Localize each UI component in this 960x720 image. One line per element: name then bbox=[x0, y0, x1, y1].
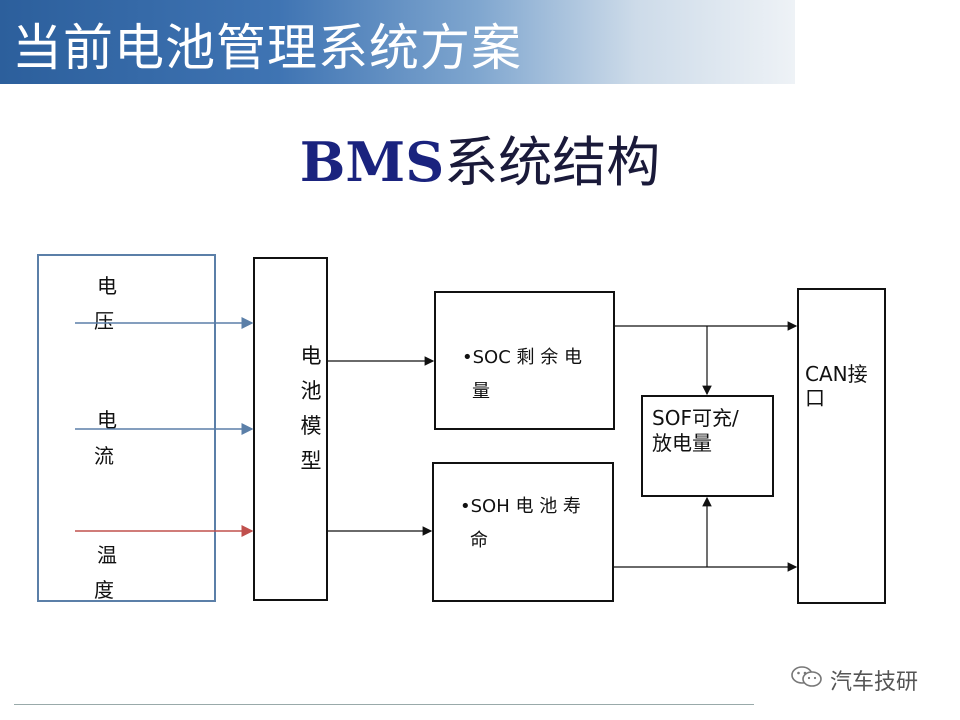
can-label: CAN接 口 bbox=[805, 362, 868, 410]
sof-label: SOF可充/ 放电量 bbox=[652, 406, 739, 456]
soh-box: •SOH 电 池 寿 命 bbox=[432, 462, 614, 602]
soc-label-line2: 量 bbox=[472, 381, 490, 403]
soc-box: •SOC 剩 余 电 量 bbox=[434, 291, 615, 430]
slide-title-latin: BMS bbox=[299, 130, 445, 194]
input-frame bbox=[37, 254, 216, 602]
soc-label: •SOC 剩 余 电 量 bbox=[462, 341, 582, 409]
sof-label-line2: 放电量 bbox=[652, 431, 712, 455]
current-label-1: 电 bbox=[97, 408, 117, 432]
sof-box: SOF可充/ 放电量 bbox=[641, 395, 774, 497]
footer-divider bbox=[14, 704, 754, 705]
battery-model-char: 模 bbox=[300, 414, 322, 438]
can-label-line1: CAN接 bbox=[805, 362, 868, 386]
battery-model-label: 电 池 模 型 bbox=[293, 339, 329, 479]
sof-label-line1: SOF可充/ bbox=[652, 406, 739, 430]
voltage-label-1: 电 bbox=[97, 274, 117, 298]
battery-model-char: 池 bbox=[300, 379, 322, 403]
battery-model-char: 型 bbox=[300, 449, 322, 473]
soh-label-line1: •SOH 电 池 寿 bbox=[460, 496, 581, 517]
slide-title-cn: 系统结构 bbox=[444, 131, 661, 194]
soh-label: •SOH 电 池 寿 命 bbox=[460, 490, 581, 558]
watermark: 汽车技研 bbox=[790, 664, 918, 696]
watermark-text: 汽车技研 bbox=[830, 670, 919, 695]
soc-label-line1: •SOC 剩 余 电 bbox=[462, 347, 582, 368]
temperature-label-1: 温 bbox=[97, 543, 117, 567]
header-title: 当前电池管理系统方案 bbox=[12, 19, 522, 77]
soh-label-line2: 命 bbox=[470, 530, 488, 552]
temperature-label-2: 度 bbox=[94, 578, 114, 602]
battery-model-char: 电 bbox=[300, 344, 322, 368]
can-box: CAN接 口 bbox=[797, 288, 886, 604]
slide-title: BMS系统结构 bbox=[0, 118, 960, 197]
header-banner: 当前电池管理系统方案 bbox=[0, 0, 795, 84]
battery-model-box: 电 池 模 型 bbox=[253, 257, 328, 601]
current-label-2: 流 bbox=[94, 444, 114, 468]
voltage-label-2: 压 bbox=[94, 309, 114, 333]
wechat-icon bbox=[790, 664, 824, 696]
can-label-line2: 口 bbox=[805, 386, 825, 410]
